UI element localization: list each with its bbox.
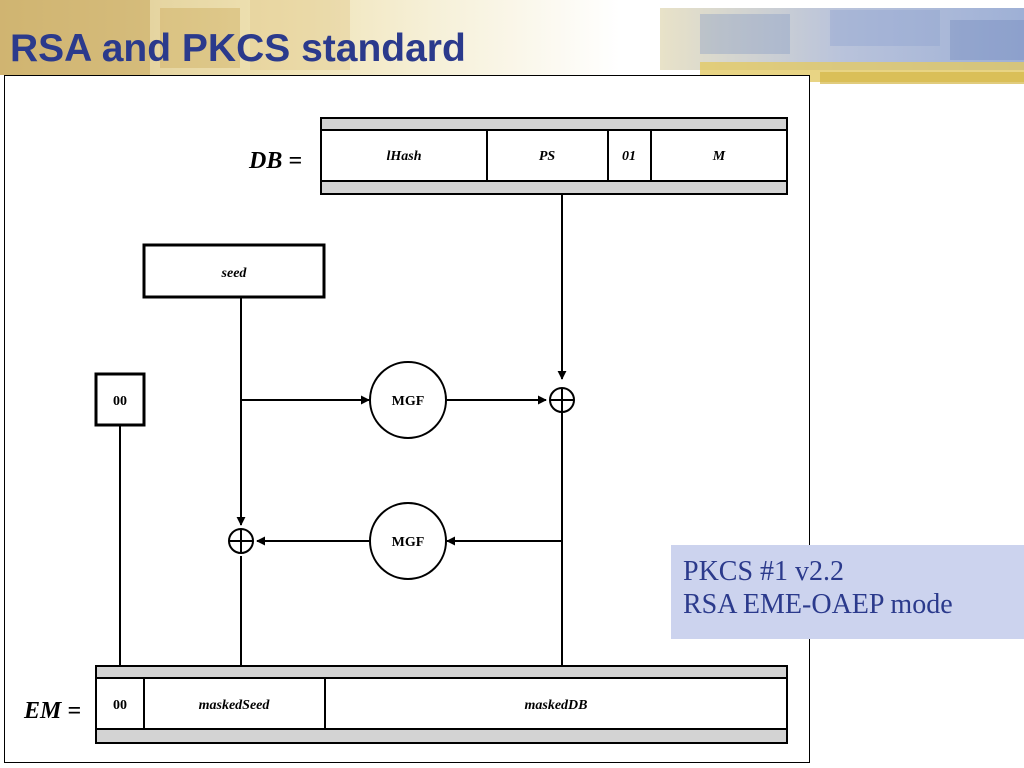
db-field-ps: PS — [539, 149, 556, 164]
em-field-maskedseed: maskedSeed — [199, 698, 271, 713]
flow-arrows — [115, 194, 567, 678]
db-block: lHash PS 01 M — [320, 117, 788, 195]
decorative-banner — [0, 0, 1024, 95]
mgf-bottom-label: MGF — [392, 535, 425, 550]
seed-label: seed — [221, 266, 248, 281]
mgf-top-label: MGF — [392, 394, 425, 409]
db-label: DB = — [248, 148, 302, 174]
db-field-lhash: lHash — [386, 149, 421, 164]
banner-art — [0, 0, 1024, 84]
zero-byte-box: 00 — [94, 372, 146, 427]
xor-seed-icon — [228, 528, 254, 554]
oaep-diagram: DB = lHash PS 01 M seed 00 — [4, 75, 810, 763]
db-field-m: M — [712, 149, 726, 164]
zero-byte-label: 00 — [113, 394, 127, 409]
mgf-top: MGF — [369, 361, 447, 439]
em-block: 00 maskedSeed maskedDB — [95, 665, 788, 744]
em-label: EM = — [23, 698, 81, 724]
em-field-maskeddb: maskedDB — [525, 698, 588, 713]
oaep-diagram-canvas: DB = lHash PS 01 M seed 00 — [23, 117, 788, 744]
caption-line-1: PKCS #1 v2.2 — [683, 556, 845, 587]
page-title: RSA and PKCS standard — [10, 27, 466, 70]
em-field-00: 00 — [113, 698, 127, 713]
xor-db-icon — [549, 387, 575, 413]
seed-box: seed — [142, 243, 326, 299]
db-field-01: 01 — [622, 149, 636, 164]
caption-line-2: RSA EME-OAEP mode — [683, 589, 953, 620]
mgf-bottom: MGF — [369, 502, 447, 580]
caption-box: PKCS #1 v2.2 RSA EME-OAEP mode — [671, 545, 1024, 639]
